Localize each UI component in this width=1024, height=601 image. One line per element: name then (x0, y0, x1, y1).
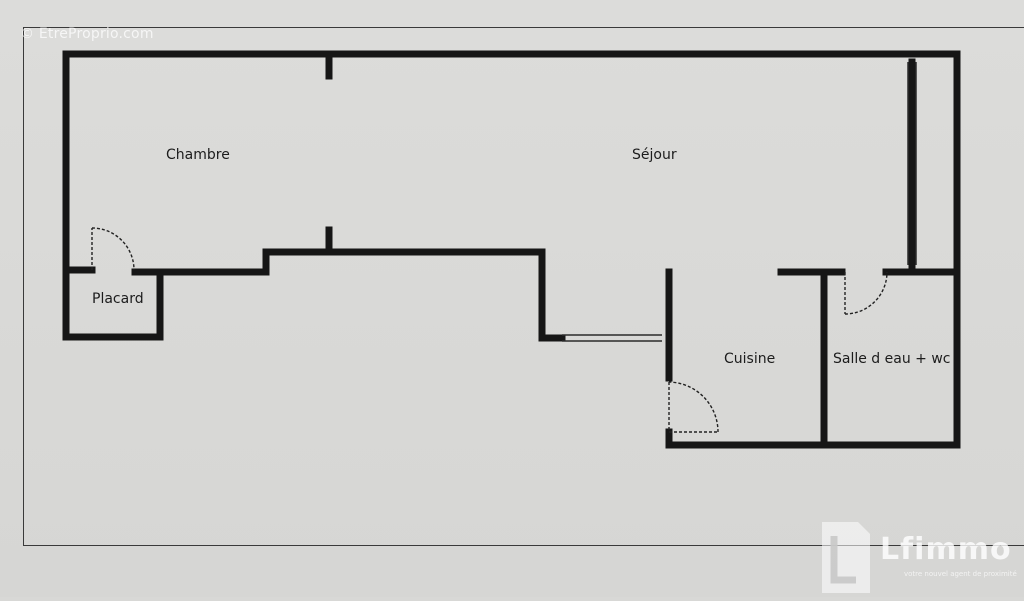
room-label-sejour: Séjour (632, 147, 677, 163)
brand-name: Lfimmo (880, 532, 1012, 567)
brand-watermark: Lfimmo votre nouvel agent de proximité (818, 518, 1024, 597)
window-right (907, 62, 917, 265)
wall-chambre-bottom (131, 248, 566, 342)
brand-logo-icon (822, 522, 870, 593)
door-kitchen (668, 381, 719, 433)
door-bath (844, 271, 888, 315)
room-label-placard: Placard (92, 291, 144, 307)
wall-placard (62, 268, 164, 341)
door-placard (91, 227, 135, 271)
room-label-salle-eau: Salle d eau + wc (833, 351, 951, 367)
room-label-chambre: Chambre (166, 147, 230, 163)
brand-tagline: votre nouvel agent de proximité (904, 570, 1017, 578)
window-sejour (562, 334, 662, 342)
drawing-frame (23, 27, 1024, 546)
room-label-cuisine: Cuisine (724, 351, 776, 367)
watermark-text: © EtreProprio.com (20, 26, 154, 42)
